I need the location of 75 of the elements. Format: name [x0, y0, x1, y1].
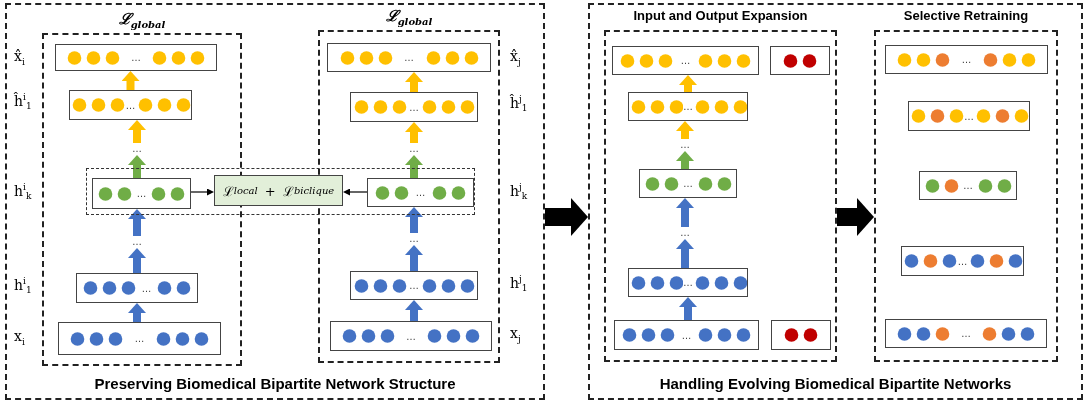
ellipsis-text: … — [677, 227, 693, 239]
ellipsis-text: … — [415, 187, 426, 198]
block-arrow — [405, 245, 423, 271]
layer-box — [885, 319, 1047, 348]
group-heading: Input and Output Expansion — [632, 8, 809, 23]
block-arrow — [676, 239, 694, 268]
block-arrow — [121, 71, 140, 90]
ellipsis-text: … — [136, 188, 147, 199]
block-arrow — [676, 151, 694, 169]
ellipsis-text: … — [680, 55, 691, 66]
ellipsis-text: … — [681, 329, 692, 341]
layer-box — [908, 101, 1030, 131]
loss-heading: ℒ$_{global}$ — [117, 9, 167, 30]
ellipsis-text: … — [683, 178, 693, 189]
layer-box — [628, 92, 748, 121]
ellipsis-text: … — [961, 328, 971, 339]
block-arrow — [405, 300, 423, 321]
layer-box — [76, 273, 198, 303]
block-arrow — [128, 303, 146, 322]
ellipsis-text: … — [406, 233, 422, 245]
layer-box — [885, 45, 1048, 74]
layer-label: x̂$_{i}$ — [14, 48, 25, 67]
ellipsis-text: … — [129, 143, 145, 155]
panel-title: Preserving Biomedical Bipartite Network Structure — [93, 375, 457, 392]
layer-box — [639, 169, 737, 198]
block-arrow — [545, 198, 588, 236]
ellipsis-text: … — [409, 280, 419, 291]
layer-box — [55, 44, 217, 71]
group-heading: Selective Retraining — [902, 8, 1030, 23]
layer-box — [901, 246, 1024, 276]
layer-box — [327, 43, 491, 72]
layer-box — [614, 320, 759, 350]
ellipsis-text: … — [963, 180, 973, 191]
arrow — [190, 188, 214, 196]
ellipsis-text: … — [125, 99, 136, 111]
ellipsis-text: … — [406, 330, 416, 342]
block-arrow — [405, 72, 423, 92]
panel-title: Handling Evolving Biomedical Bipartite Networks — [658, 375, 1013, 392]
ellipsis-text: … — [131, 52, 141, 63]
ellipsis-text: … — [409, 101, 419, 113]
block-arrow — [837, 198, 874, 236]
ellipsis-text: … — [677, 139, 693, 151]
layer-box — [771, 320, 831, 350]
arrow — [343, 188, 368, 196]
layer-box — [58, 322, 221, 355]
layer-box — [330, 321, 492, 351]
layer-label: x$_{i}$ — [14, 328, 25, 347]
ellipsis-text: … — [406, 143, 422, 155]
ellipsis-text: … — [683, 101, 693, 112]
layer-box — [919, 171, 1017, 200]
layer-box — [69, 90, 192, 120]
layer-box — [628, 268, 748, 297]
layer-label: x$_{j}$ — [510, 325, 521, 344]
block-arrow — [679, 75, 697, 92]
layer-box — [770, 46, 830, 75]
layer-box — [367, 178, 474, 207]
block-arrow — [128, 248, 146, 273]
layer-box — [350, 271, 478, 300]
ellipsis-text: … — [683, 277, 693, 288]
ellipsis-text: … — [961, 54, 972, 65]
ellipsis-text: … — [404, 52, 414, 63]
block-arrow — [128, 155, 146, 178]
layer-box — [92, 178, 191, 209]
layer-label: x̂$_{j}$ — [510, 48, 521, 67]
loss-heading: ℒ$_{global}$ — [384, 6, 434, 27]
layer-box — [612, 46, 759, 75]
ellipsis-text: … — [957, 255, 968, 267]
ellipsis-text: … — [129, 236, 145, 248]
block-arrow — [405, 155, 423, 178]
dashed-panel — [588, 3, 1083, 400]
ellipsis-text: … — [141, 282, 152, 294]
layer-box — [350, 92, 478, 122]
ellipsis-text: … — [134, 333, 145, 344]
block-arrow — [679, 297, 697, 320]
ellipsis-text: … — [964, 110, 974, 122]
